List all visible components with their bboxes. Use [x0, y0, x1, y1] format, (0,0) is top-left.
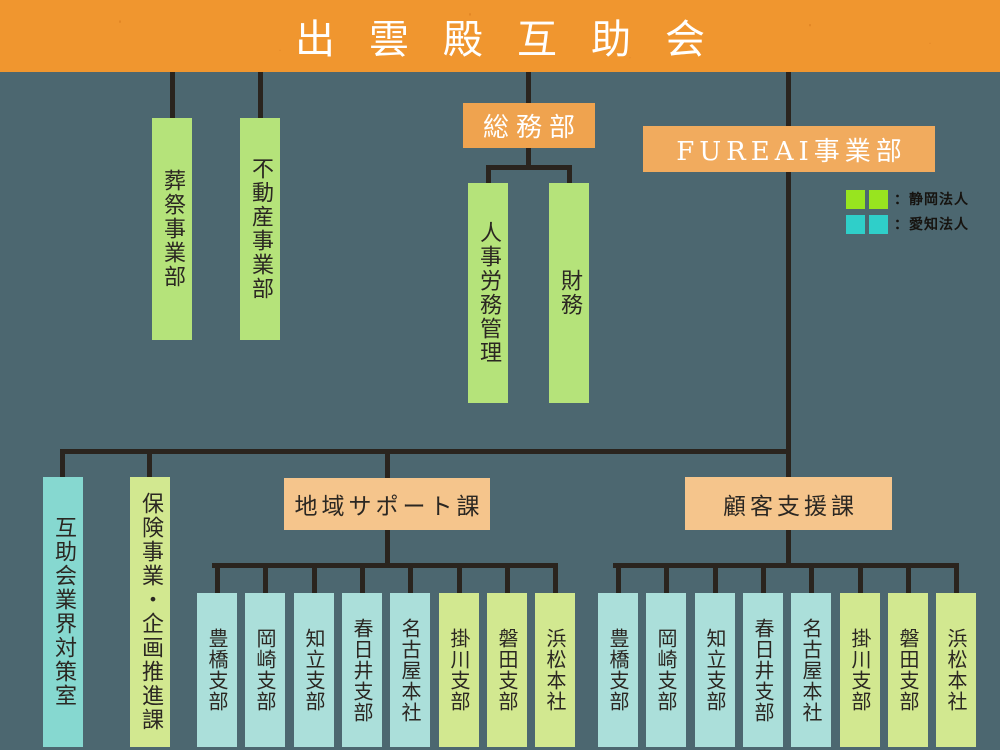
real-estate-dept-label: 不動産事業部 — [248, 157, 273, 301]
connector-line — [615, 563, 621, 593]
branch-box-district_support-4: 名古屋本社 — [390, 593, 430, 747]
branch-label: 掛川支部 — [447, 628, 471, 712]
connector-line — [786, 530, 791, 565]
general-affairs-dept-label: 総務部 — [482, 113, 582, 143]
connector-line — [760, 563, 766, 593]
shizuoka-color-swatch — [846, 189, 865, 209]
branch-box-customer_support-7: 浜松本社 — [936, 593, 976, 747]
branch-label: 名古屋本社 — [398, 617, 422, 723]
customer-support-section-box: 顧客支援課 — [685, 477, 892, 530]
connector-line — [504, 563, 510, 593]
connector-line — [567, 165, 572, 183]
branch-label: 春日井支部 — [751, 617, 775, 723]
branch-box-customer_support-2: 知立支部 — [695, 593, 735, 747]
connector-line — [214, 563, 220, 593]
insurance-planning-box: 保険事業・企画推進課 — [130, 477, 170, 747]
customer-support-section-label: 顧客支援課 — [723, 493, 858, 520]
branch-box-district_support-0: 豊橋支部 — [197, 593, 237, 747]
aichi-legend-label: ：愛知法人 — [894, 217, 969, 233]
legend: ：静岡法人 ：愛知法人 — [846, 189, 969, 239]
connector-line — [486, 165, 491, 183]
branch-box-district_support-7: 浜松本社 — [535, 593, 575, 747]
branch-box-district_support-2: 知立支部 — [294, 593, 334, 747]
fureai-division-label: FUREAI事業部 — [676, 136, 907, 167]
branch-box-customer_support-4: 名古屋本社 — [791, 593, 831, 747]
connector-line — [905, 563, 911, 593]
branch-label: 浜松本社 — [944, 628, 968, 712]
legend-row-shizuoka: ：静岡法人 — [846, 189, 969, 209]
branch-box-district_support-6: 磐田支部 — [487, 593, 527, 747]
connector-line — [953, 563, 959, 593]
connector-line — [60, 449, 65, 477]
branch-label: 名古屋本社 — [799, 617, 823, 723]
connector-line — [786, 172, 791, 477]
connector-line — [170, 72, 175, 118]
connector-line — [857, 563, 863, 593]
connector-line — [663, 563, 669, 593]
finance-label: 財務 — [557, 269, 582, 317]
connector-line — [808, 563, 814, 593]
branch-label: 岡崎支部 — [654, 628, 678, 712]
branch-label: 掛川支部 — [848, 628, 872, 712]
connector-line — [456, 563, 462, 593]
aichi-color-swatch — [846, 214, 865, 234]
connector-line — [147, 449, 152, 477]
branch-label: 春日井支部 — [350, 617, 374, 723]
branch-label: 知立支部 — [703, 628, 727, 712]
branch-label: 豊橋支部 — [606, 628, 630, 712]
branch-box-customer_support-1: 岡崎支部 — [646, 593, 686, 747]
gojokai-industry-office-box: 互助会業界対策室 — [43, 477, 83, 747]
connector-line — [786, 72, 791, 126]
connector-line — [385, 449, 390, 478]
branch-box-customer_support-6: 磐田支部 — [888, 593, 928, 747]
general-affairs-dept-box: 総務部 — [463, 103, 595, 148]
fureai-division-box: FUREAI事業部 — [643, 126, 935, 172]
funeral-dept-label: 葬祭事業部 — [160, 169, 185, 289]
aichi-color-swatch — [869, 214, 888, 234]
legend-row-aichi: ：愛知法人 — [846, 214, 969, 234]
connector-line — [526, 148, 531, 165]
branch-box-district_support-3: 春日井支部 — [342, 593, 382, 747]
gojokai-industry-office-label: 互助会業界対策室 — [51, 516, 76, 708]
connector-line — [258, 72, 263, 118]
branch-label: 岡崎支部 — [253, 628, 277, 712]
connector-line — [712, 563, 718, 593]
connector-line — [359, 563, 365, 593]
branch-label: 豊橋支部 — [205, 628, 229, 712]
branch-box-district_support-5: 掛川支部 — [439, 593, 479, 747]
branch-label: 知立支部 — [302, 628, 326, 712]
branch-box-customer_support-0: 豊橋支部 — [598, 593, 638, 747]
connector-line — [552, 563, 558, 593]
district-support-section-box: 地域サポート課 — [284, 478, 490, 530]
hr-labor-label: 人事労務管理 — [476, 221, 501, 365]
connector-line — [60, 449, 791, 454]
connector-line — [486, 165, 572, 170]
company-banner: 出雲殿互助会 — [0, 0, 1000, 72]
district-support-section-label: 地域サポート課 — [294, 494, 484, 520]
shizuoka-legend-label: ：静岡法人 — [894, 192, 969, 208]
shizuoka-color-swatch — [869, 189, 888, 209]
connector-line — [613, 563, 959, 568]
connector-line — [311, 563, 317, 593]
connector-line — [262, 563, 268, 593]
branch-label: 磐田支部 — [896, 628, 920, 712]
connector-line — [407, 563, 413, 593]
real-estate-dept-box: 不動産事業部 — [240, 118, 280, 340]
branch-box-customer_support-3: 春日井支部 — [743, 593, 783, 747]
branch-label: 浜松本社 — [543, 628, 567, 712]
company-title: 出雲殿互助会 — [295, 17, 739, 63]
branch-label: 磐田支部 — [495, 628, 519, 712]
insurance-planning-label: 保険事業・企画推進課 — [138, 492, 163, 732]
hr-labor-box: 人事労務管理 — [468, 183, 508, 403]
branch-box-district_support-1: 岡崎支部 — [245, 593, 285, 747]
connector-line — [526, 72, 531, 103]
connector-line — [385, 530, 390, 565]
finance-box: 財務 — [549, 183, 589, 403]
connector-line — [212, 563, 558, 568]
branch-box-customer_support-5: 掛川支部 — [840, 593, 880, 747]
funeral-dept-box: 葬祭事業部 — [152, 118, 192, 340]
